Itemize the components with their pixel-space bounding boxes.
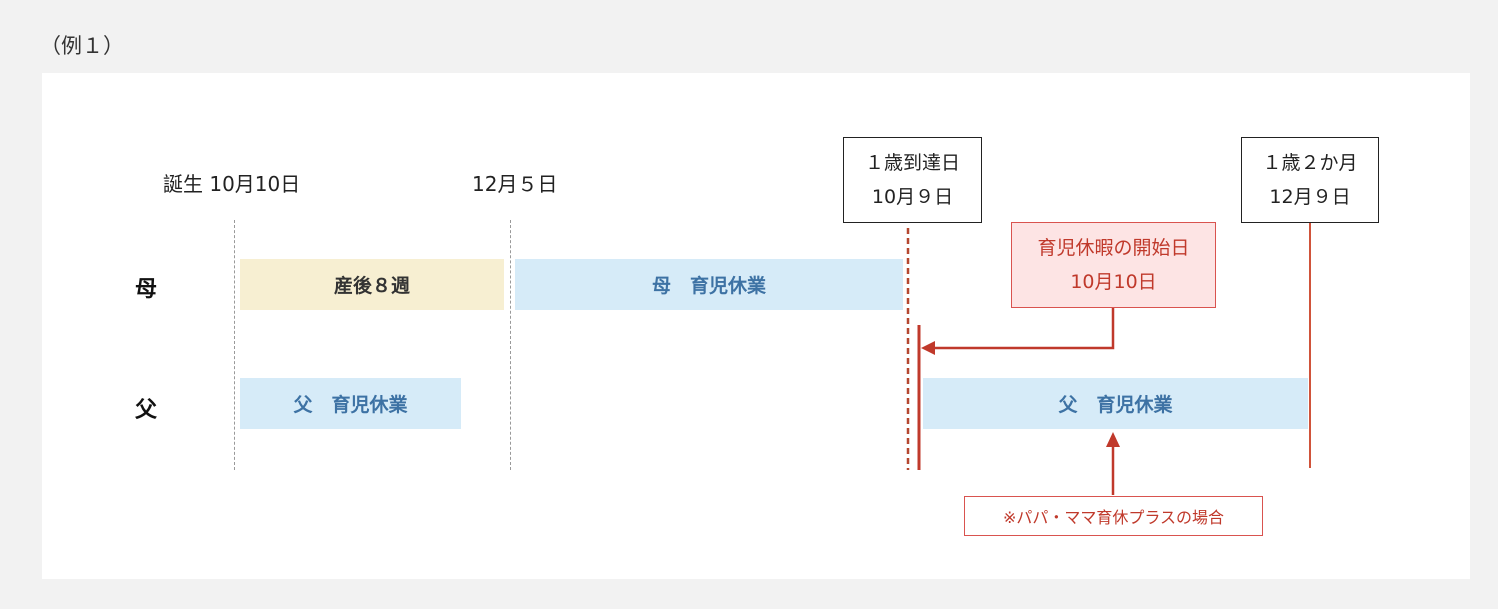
example-label: （例１）: [40, 34, 124, 58]
maternity-bar: 産後８週: [240, 259, 504, 310]
one-year-two-months-box: １歳２か月 12月９日: [1241, 137, 1379, 223]
dec5-guide-line: [510, 220, 511, 470]
leave-start-title: 育児休暇の開始日: [1037, 237, 1190, 259]
father-leave-bar-2: 父 育児休業: [923, 378, 1308, 429]
father-row-label: 父: [135, 398, 158, 423]
mother-row-label: 母: [135, 277, 158, 302]
one-year-two-months-title: １歳２か月: [1262, 152, 1358, 174]
birth-date-label: 誕生 10月10日: [163, 172, 301, 196]
note-arrow-head: [1106, 432, 1120, 447]
father-leave-bar-1: 父 育児休業: [240, 378, 461, 429]
mother-leave-bar: 母 育児休業: [515, 259, 903, 310]
first-birthday-date: 10月９日: [871, 186, 954, 208]
leave-start-date: 10月10日: [1070, 271, 1157, 293]
leave-start-box: 育児休暇の開始日 10月10日: [1011, 222, 1216, 308]
birth-guide-line: [234, 220, 235, 470]
dec5-date-label: 12月５日: [472, 172, 558, 196]
first-birthday-box: １歳到達日 10月９日: [843, 137, 982, 223]
leave-start-arrow-path: [934, 308, 1115, 350]
one-year-two-months-date: 12月９日: [1269, 186, 1351, 208]
leave-start-arrow-head: [921, 341, 935, 355]
papa-mama-plus-note: ※パパ・ママ育休プラスの場合: [964, 496, 1263, 536]
first-birthday-title: １歳到達日: [864, 152, 960, 174]
diagram-panel: [42, 73, 1470, 579]
